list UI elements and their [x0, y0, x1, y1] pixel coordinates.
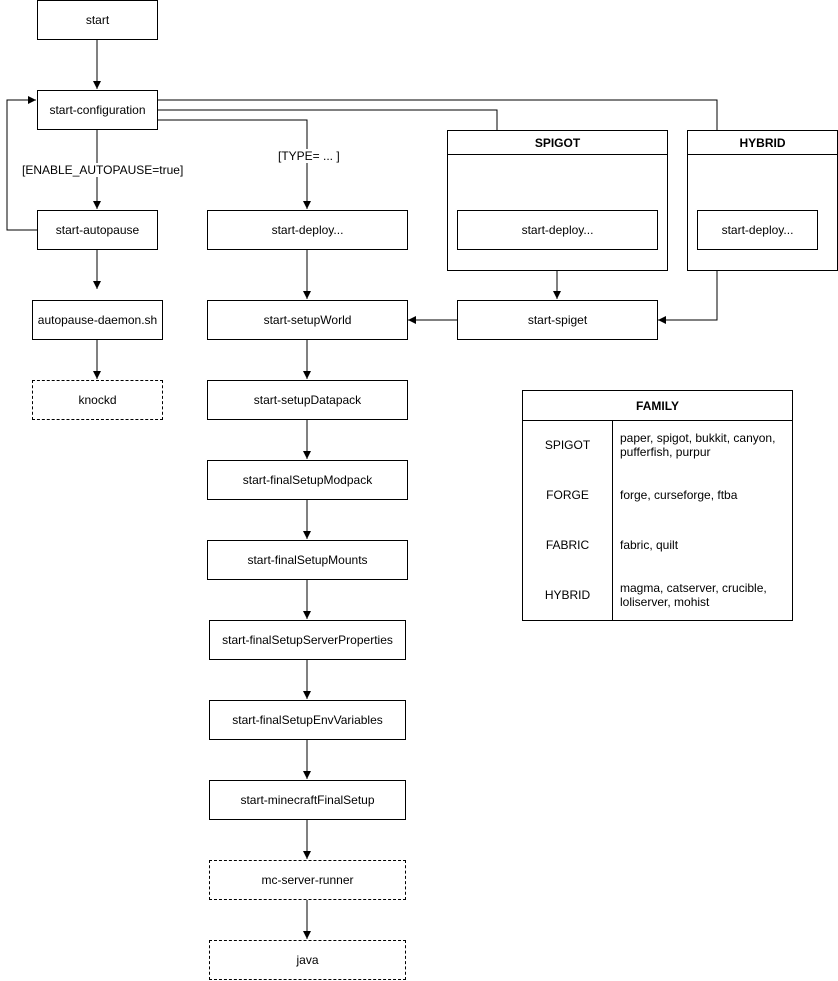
family-row-members-line: magma, catserver, crucible,: [620, 581, 767, 595]
family-table: FAMILY SPIGOT paper, spigot, bukkit, can…: [522, 390, 793, 621]
node-start-setupWorld[interactable]: start-setupWorld: [207, 300, 408, 340]
family-row-members: fabric, quilt: [620, 538, 790, 552]
family-row-members: magma, catserver, crucible, loliserver, …: [620, 581, 790, 609]
family-row-members: forge, curseforge, ftba: [620, 488, 790, 502]
family-row-name: FORGE: [546, 488, 589, 502]
node-mc-server-runner[interactable]: mc-server-runner: [209, 860, 406, 900]
node-start-configuration[interactable]: start-configuration: [37, 90, 158, 130]
edge-label-enable-autopause: [ENABLE_AUTOPAUSE=true]: [21, 163, 185, 177]
family-row-members-line: pufferfish, purpur: [620, 445, 711, 459]
node-start-autopause[interactable]: start-autopause: [37, 210, 158, 250]
node-hybrid-start-deploy[interactable]: start-deploy...: [697, 210, 818, 250]
node-start-minecraftFinalSetup[interactable]: start-minecraftFinalSetup: [209, 780, 406, 820]
family-row-name: FABRIC: [545, 538, 590, 552]
node-start-finalSetupModpack[interactable]: start-finalSetupModpack: [207, 460, 408, 500]
node-start[interactable]: start: [37, 0, 158, 40]
family-row-name: SPIGOT: [544, 438, 591, 452]
node-knockd[interactable]: knockd: [32, 380, 163, 420]
family-row-members-line: loliserver, mohist: [620, 595, 710, 609]
node-start-deploy[interactable]: start-deploy...: [207, 210, 408, 250]
family-row-name: HYBRID: [544, 588, 591, 602]
edge-label-type: [TYPE= ... ]: [277, 149, 341, 163]
node-java[interactable]: java: [209, 940, 406, 980]
node-start-spiget[interactable]: start-spiget: [457, 300, 658, 340]
family-row-members: paper, spigot, bukkit, canyon, pufferfis…: [620, 431, 790, 459]
node-start-setupDatapack[interactable]: start-setupDatapack: [207, 380, 408, 420]
node-start-finalSetupEnvVariables[interactable]: start-finalSetupEnvVariables: [209, 700, 406, 740]
node-spigot-start-deploy[interactable]: start-deploy...: [457, 210, 658, 250]
family-row-members-line: fabric, quilt: [620, 538, 679, 552]
node-start-finalSetupServerProperties[interactable]: start-finalSetupServerProperties: [209, 620, 406, 660]
node-start-finalSetupMounts[interactable]: start-finalSetupMounts: [207, 540, 408, 580]
family-table-divider: [612, 420, 613, 620]
node-autopause-daemon[interactable]: autopause-daemon.sh: [32, 300, 163, 340]
group-hybrid-title: HYBRID: [688, 131, 837, 155]
family-table-title: FAMILY: [523, 391, 792, 421]
family-row-members-line: forge, curseforge, ftba: [620, 488, 738, 502]
group-spigot-title: SPIGOT: [448, 131, 667, 155]
family-row-members-line: paper, spigot, bukkit, canyon,: [620, 431, 776, 445]
